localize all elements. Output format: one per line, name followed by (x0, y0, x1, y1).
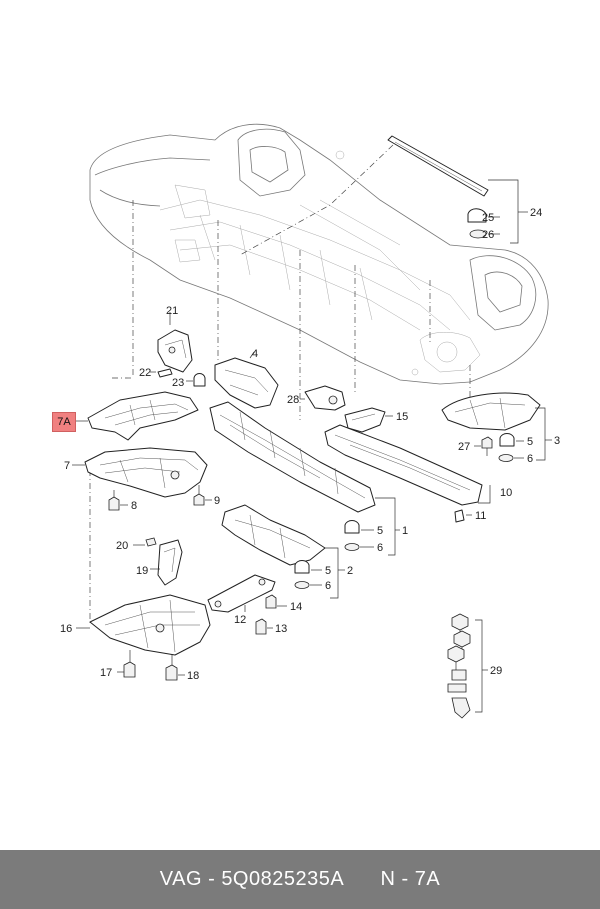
callout-5-a: 5 (377, 525, 383, 537)
fasteners-group (294, 433, 524, 599)
callout-4: 4 (252, 348, 258, 360)
callout-8: 8 (131, 500, 137, 512)
bracket-12 (207, 574, 287, 635)
callout-12: 12 (234, 614, 246, 626)
callout-13: 13 (275, 623, 287, 635)
part-info-footer: VAG - 5Q0825235A N - 7A (0, 850, 600, 909)
shield-2 (221, 504, 326, 566)
part-number: 5Q0825235A (221, 868, 345, 890)
fastener-set-29 (447, 613, 488, 719)
bracket-21 (150, 312, 206, 387)
callout-18: 18 (187, 670, 199, 682)
bracket-4 (214, 351, 279, 409)
bracket-28 (300, 385, 346, 411)
callout-6-c: 6 (527, 453, 533, 465)
dash-leaders (89, 144, 471, 625)
footer-separator: - (202, 868, 222, 890)
parts-diagram: 25 24 26 21 22 23 4 28 15 27 5 3 6 7 8 9… (60, 123, 560, 719)
callout-5-b: 5 (325, 565, 331, 577)
callout-28: 28 (287, 394, 299, 406)
callout-23: 23 (172, 377, 184, 389)
bracket-15 (344, 407, 393, 433)
callout-15: 15 (396, 411, 408, 423)
callout-6-b: 6 (325, 580, 331, 592)
callout-19: 19 (136, 565, 148, 577)
callout-25: 25 (482, 212, 494, 224)
callout-7: 7 (64, 460, 70, 472)
callout-5-c: 5 (527, 436, 533, 448)
shield-3 (441, 392, 552, 461)
underbody-panel-7 (72, 447, 212, 511)
highlighted-part-label-7a: 7A (52, 412, 76, 432)
callout-9: 9 (214, 495, 220, 507)
callout-6-a: 6 (377, 542, 383, 554)
tunnel-shield-1 (209, 401, 376, 513)
brand-label: VAG (159, 868, 203, 890)
callout-22: 22 (139, 367, 151, 379)
bracket-19 (133, 537, 183, 586)
callout-1: 1 (402, 525, 408, 537)
side-panel-10 (324, 424, 491, 523)
callout-14: 14 (290, 601, 302, 613)
callout-21: 21 (166, 305, 178, 317)
callout-26: 26 (482, 229, 494, 241)
callout-2: 2 (347, 565, 353, 577)
callout-20: 20 (116, 540, 128, 552)
cross-member (387, 135, 528, 244)
callout-labels: 25 24 26 21 22 23 4 28 15 27 5 3 6 7 8 9… (60, 207, 560, 682)
underbody-panel-7a (74, 391, 199, 441)
callout-24: 24 (530, 207, 542, 219)
callout-29: 29 (490, 665, 502, 677)
callout-17: 17 (100, 667, 112, 679)
callout-11: 11 (475, 510, 486, 522)
callout-10: 10 (500, 487, 512, 499)
callout-16: 16 (60, 623, 72, 635)
position-label: N - 7A (380, 868, 441, 890)
vehicle-underbody (89, 123, 549, 385)
bottom-shield-16 (76, 594, 211, 681)
callout-3: 3 (554, 435, 560, 447)
callout-27: 27 (458, 441, 470, 453)
